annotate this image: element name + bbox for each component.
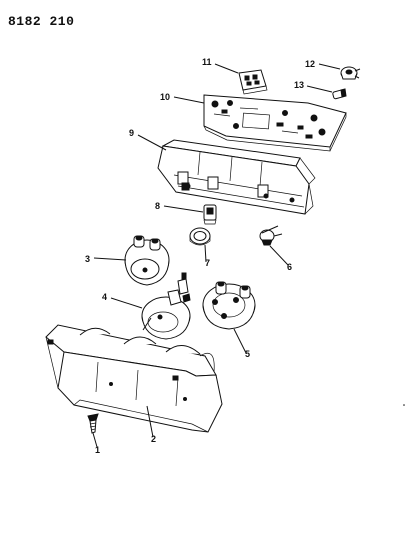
callout-9: 9: [129, 128, 134, 138]
callout-13: 13: [294, 80, 304, 90]
callout-7: 7: [205, 258, 210, 268]
part-7-ring-socket: [189, 227, 211, 246]
callout-1: 1: [95, 445, 100, 455]
callout-labels: 1 2 3 4 5 6 7 8 9 10 11 12 13: [85, 57, 315, 455]
part-13-bulb: [332, 88, 347, 100]
callout-11: 11: [202, 57, 212, 67]
callout-2: 2: [151, 434, 156, 444]
part-11-connector-block: [238, 69, 268, 95]
callout-8: 8: [155, 201, 160, 211]
part-9-cluster-housing: [157, 139, 316, 215]
part-5-gauge: [202, 281, 256, 330]
part-8-plug: [203, 204, 217, 225]
callout-10: 10: [160, 92, 170, 102]
leader-lines: [92, 63, 341, 448]
callout-3: 3: [85, 254, 90, 264]
diagram-part-number: 8182 210: [8, 14, 75, 29]
callout-5: 5: [245, 349, 250, 359]
part-10-circuit-board: [203, 94, 347, 152]
part-2-lens-bezel: [45, 324, 223, 433]
part-4-speedometer: [141, 272, 191, 340]
part-6-clip: [259, 225, 283, 246]
callout-6: 6: [287, 262, 292, 272]
part-3-gauge: [124, 235, 170, 286]
callout-4: 4: [102, 292, 107, 302]
part-12-bulb-socket: [340, 66, 361, 80]
part-1-screw: [87, 413, 99, 434]
stray-mark: [403, 404, 405, 406]
callout-12: 12: [305, 59, 315, 69]
